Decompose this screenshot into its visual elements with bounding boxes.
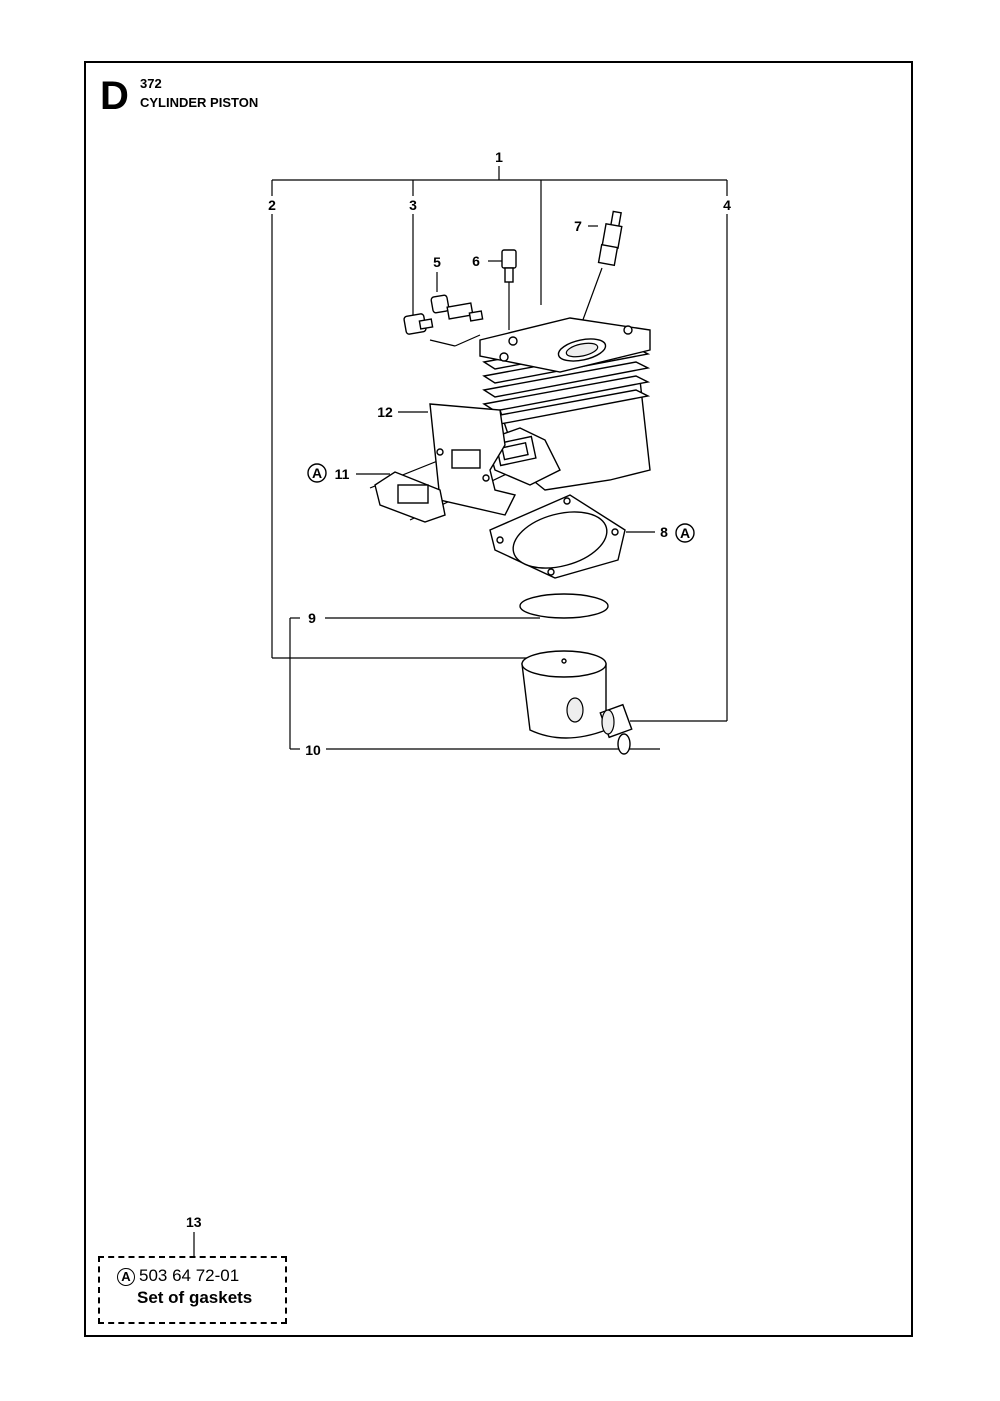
- callout-9: 9: [308, 610, 316, 626]
- leader-lines: [271, 166, 728, 750]
- kit-markers: A A: [307, 463, 695, 543]
- circlip-drawing: [617, 733, 631, 755]
- kit-marker-circle-11: [307, 463, 327, 483]
- callout-1: 1: [495, 149, 503, 165]
- kit-part-number: 503 64 72-01: [139, 1266, 240, 1285]
- kit-marker-circle-8: [675, 523, 695, 543]
- model-number: 372: [140, 76, 162, 91]
- piston-drawing: [521, 650, 607, 739]
- flange-gasket-drawing: [374, 471, 446, 523]
- needle-bearing-drawing: [599, 703, 633, 739]
- section-letter: D: [100, 74, 129, 118]
- callout-8: 8: [660, 524, 668, 540]
- section-title: CYLINDER PISTON: [140, 95, 259, 110]
- page-frame: [84, 61, 913, 1337]
- cylinder-drawing: [479, 317, 651, 491]
- callout-labels: 1 2 3 4 5 6 7 8 9 10 11 12: [268, 149, 731, 758]
- bolt-drawing: [501, 249, 517, 283]
- gasket-kit-box: [98, 1256, 287, 1324]
- intake-gasket-drawing: [429, 403, 517, 516]
- callout-4: 4: [723, 197, 731, 213]
- callout-12: 12: [377, 404, 393, 420]
- kit-marker-11: A: [312, 465, 322, 481]
- kit-marker-a: A: [117, 1268, 135, 1286]
- kit-marker-8: A: [680, 525, 690, 541]
- callout-11: 11: [335, 466, 350, 482]
- callout-2: 2: [268, 197, 276, 213]
- base-gasket-drawing: [489, 494, 626, 579]
- callout-13: 13: [186, 1214, 202, 1230]
- callout-3: 3: [409, 197, 417, 213]
- callout-5: 5: [433, 254, 441, 270]
- callout-6: 6: [472, 253, 480, 269]
- screws-drawing: [403, 294, 484, 335]
- kit-description: Set of gaskets: [137, 1288, 253, 1307]
- spark-plug-drawing: [597, 210, 623, 267]
- piston-ring-drawing: [519, 593, 609, 619]
- callout-10: 10: [305, 742, 321, 758]
- callout-7: 7: [574, 218, 582, 234]
